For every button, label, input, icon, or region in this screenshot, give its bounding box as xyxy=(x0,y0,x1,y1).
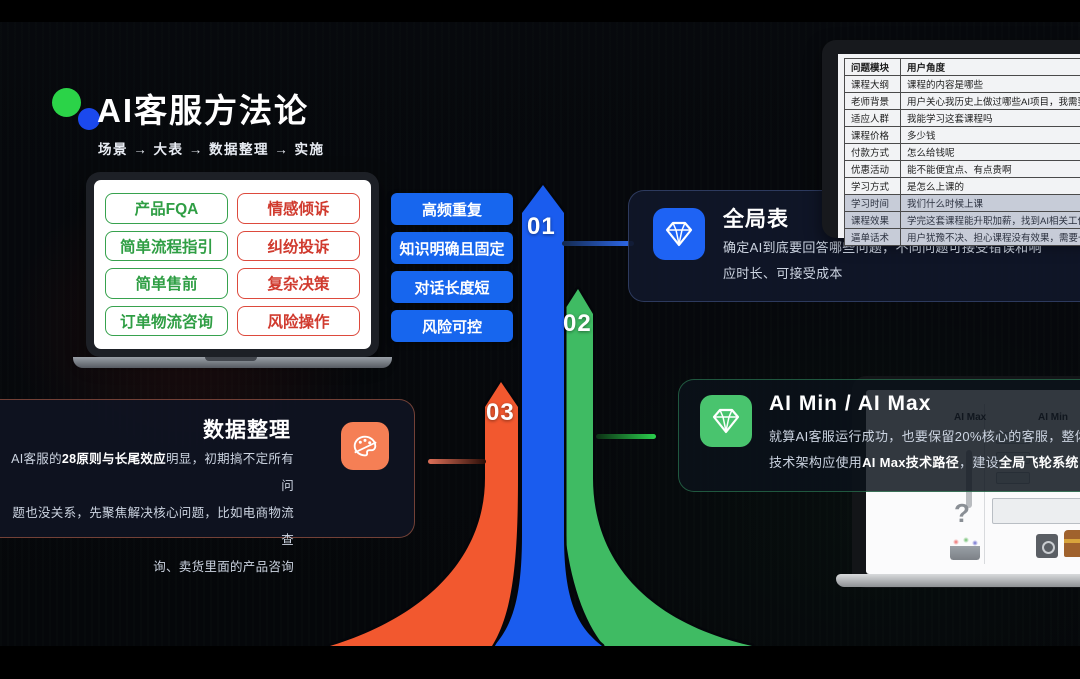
minmax-line2-bold1: AI Max技术路径 xyxy=(862,455,960,470)
qa-table-row: 适应人群我能学习这套课程吗 xyxy=(844,109,1080,127)
minmax-line2-mid: ，建设 xyxy=(959,455,999,470)
breadcrumb: 场景 → 大表 → 数据整理 → 实施 xyxy=(98,142,325,157)
qa-cell: 学完这套课程能升职加薪，找到AI相关工作吗 xyxy=(900,211,1080,229)
qa-cell: 付款方式 xyxy=(844,143,901,161)
qa-cell: 能不能便宜点、有点贵啊 xyxy=(900,160,1080,178)
logo-blue-dot-icon xyxy=(78,108,100,130)
panel-cleanup-body-line1: AI客服的28原则与长尾效应明显，初期搞不定所有问 xyxy=(9,446,294,500)
letterbox-bottom xyxy=(0,646,1080,679)
panel-minmax-title: AI Min / AI Max xyxy=(769,392,932,415)
scenario-chip-logistics: 订单物流咨询 xyxy=(105,305,228,336)
connector-line-green xyxy=(596,434,656,439)
qa-table-row: 课程价格多少钱 xyxy=(844,126,1080,144)
cleanup-line1-post: 明显，初期搞不定所有问 xyxy=(165,452,294,493)
step-number-2: 02 xyxy=(563,310,592,337)
scenario-laptop-screen: 产品FQA 情感倾诉 简单流程指引 纠纷投诉 简单售前 复杂决策 订单物流咨询 … xyxy=(94,180,371,349)
step-number-1: 01 xyxy=(527,213,556,240)
panel-cleanup-body-line3: 询、卖货里面的产品咨询 xyxy=(153,560,294,574)
qa-table-row: 学习时间我们什么时候上课 xyxy=(844,194,1080,212)
qa-cell: 优惠活动 xyxy=(844,160,901,178)
qa-table-window: 问题模块 用户角度 课程大纲课程的内容是哪些 老师背景用户关心我历史上做过哪些A… xyxy=(822,40,1080,246)
panel-minmax-body-line1: 就算AI客服运行成功，也要保留20%核心的客服，整体 xyxy=(769,429,1080,444)
panel-data-cleanup: 数据整理 AI客服的28原则与长尾效应明显，初期搞不定所有问 题也没关系，先聚焦… xyxy=(0,399,415,574)
scenario-chip-risk-operation: 风险操作 xyxy=(237,305,360,336)
qa-header-module: 问题模块 xyxy=(844,58,901,76)
qa-cell: 多少钱 xyxy=(900,126,1080,144)
mini-safe-icon xyxy=(1036,534,1058,558)
qa-cell: 学习方式 xyxy=(844,177,901,195)
gem-icon-blue xyxy=(653,208,705,260)
panel-minmax-body-line2: 技术架构应使用AI Max技术路径，建设全局飞轮系统 xyxy=(769,450,1080,476)
palette-icon xyxy=(341,422,389,470)
qa-cell: 老师背景 xyxy=(844,92,901,110)
letterbox-top xyxy=(0,0,1080,22)
mini-treasure-chest-icon xyxy=(1064,530,1080,557)
qa-cell: 课程大纲 xyxy=(844,75,901,93)
qa-cell: 我能学习这套课程吗 xyxy=(900,109,1080,127)
gem-icon-green xyxy=(700,395,752,447)
scenario-chip-complex-decision: 复杂决策 xyxy=(237,268,360,299)
cleanup-line1-bold: 28原则与长尾效应 xyxy=(61,452,166,466)
qa-table-row: 课程效果学完这套课程能升职加薪，找到AI相关工作吗 xyxy=(844,211,1080,229)
qa-table-surface: 问题模块 用户角度 课程大纲课程的内容是哪些 老师背景用户关心我历史上做过哪些A… xyxy=(838,54,1080,246)
scenario-chip-simple-flow: 简单流程指引 xyxy=(105,230,228,261)
qa-cell: 适应人群 xyxy=(844,109,901,127)
panel-global-body-line2: 应时长、可接受成本 xyxy=(723,266,843,281)
qa-cell: 我们什么时候上课 xyxy=(900,194,1080,212)
panel-minmax-body: 就算AI客服运行成功，也要保留20%核心的客服，整体 技术架构应使用AI Max… xyxy=(769,424,1080,476)
qa-table-row: 付款方式怎么给钱呢 xyxy=(844,143,1080,161)
qa-cell: 课程的内容是哪些 xyxy=(900,75,1080,93)
scenario-chip-product-fqa: 产品FQA xyxy=(105,193,228,224)
qa-cell: 用户关心我历史上做过哪些AI项目，我需要提供证据 xyxy=(900,92,1080,110)
qa-table-header-row: 问题模块 用户角度 xyxy=(844,58,1080,76)
step-number-3: 03 xyxy=(486,399,515,426)
mini-pipeline-diagram xyxy=(992,498,1080,524)
qa-cell: 课程价格 xyxy=(844,126,901,144)
qa-cell: 是怎么上课的 xyxy=(900,177,1080,195)
qa-table-row: 学习方式是怎么上课的 xyxy=(844,177,1080,195)
mini-question-mark: ? xyxy=(954,498,970,528)
criteria-tag-short-dialog: 对话长度短 xyxy=(391,271,513,303)
qa-table: 问题模块 用户角度 课程大纲课程的内容是哪些 老师背景用户关心我历史上做过哪些A… xyxy=(844,58,1080,246)
minmax-line2-pre: 技术架构应使用 xyxy=(769,455,863,470)
qa-table-row: 课程大纲课程的内容是哪些 xyxy=(844,75,1080,93)
qa-cell: 用户犹豫不决、担心课程没有效果，需要一些效果或 xyxy=(900,228,1080,246)
qa-header-user-view: 用户角度 xyxy=(900,58,1080,76)
connector-line-red xyxy=(428,459,486,464)
criteria-tag-fixed-knowledge: 知识明确且固定 xyxy=(391,232,513,264)
slide-logo xyxy=(50,86,106,134)
cleanup-line1-pre: AI客服的 xyxy=(11,452,62,466)
laptop-base-notch xyxy=(205,357,257,361)
qa-table-row: 优惠活动能不能便宜点、有点贵啊 xyxy=(844,160,1080,178)
page-title: AI客服方法论 xyxy=(97,92,309,129)
scenario-chip-presale: 简单售前 xyxy=(105,268,228,299)
mini-flowers-graphic xyxy=(950,536,980,560)
panel-cleanup-body-line2: 题也没关系，先聚焦解决核心问题，比如电商物流查 xyxy=(12,506,294,547)
scenario-chip-emotional: 情感倾诉 xyxy=(237,193,360,224)
logo-green-dot-icon xyxy=(52,88,81,117)
connector-line-blue xyxy=(562,241,634,246)
criteria-tag-controllable-risk: 风险可控 xyxy=(391,310,513,342)
criteria-tag-high-frequency: 高频重复 xyxy=(391,193,513,225)
ribbon-orange xyxy=(327,379,521,649)
minmax-laptop-base xyxy=(836,574,1080,587)
qa-cell: 课程效果 xyxy=(844,211,901,229)
panel-cleanup-body: AI客服的28原则与长尾效应明显，初期搞不定所有问 题也没关系，先聚焦解决核心问… xyxy=(9,446,294,581)
qa-cell: 学习时间 xyxy=(844,194,901,212)
qa-cell: 逼单话术 xyxy=(844,228,901,246)
panel-ai-minmax: AI Min / AI Max 就算AI客服运行成功，也要保留20%核心的客服，… xyxy=(678,379,1080,492)
laptop-base xyxy=(73,357,392,368)
panel-global-title: 全局表 xyxy=(723,208,789,231)
minmax-line2-bold2: 全局飞轮系统 xyxy=(998,455,1079,470)
panel-cleanup-title: 数据整理 xyxy=(203,419,291,442)
scenario-chip-dispute: 纠纷投诉 xyxy=(237,230,360,261)
qa-cell: 怎么给钱呢 xyxy=(900,143,1080,161)
scenario-laptop-mockup: 产品FQA 情感倾诉 简单流程指引 纠纷投诉 简单售前 复杂决策 订单物流咨询 … xyxy=(86,172,379,357)
